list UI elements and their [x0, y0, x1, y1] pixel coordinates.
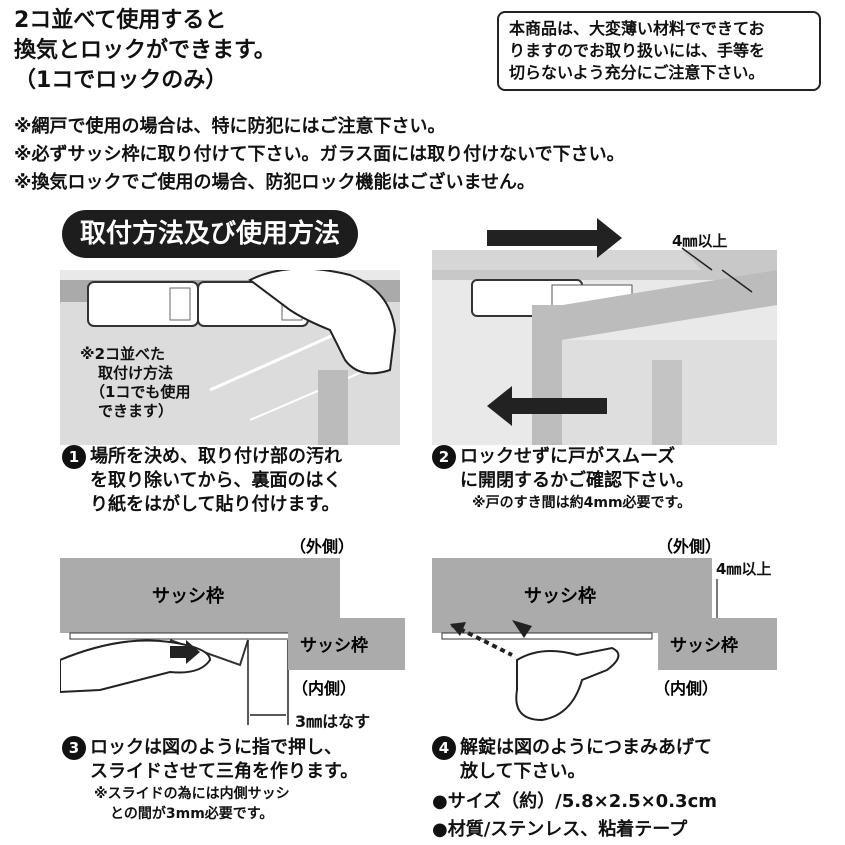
- outer-side-label: （外側）: [290, 537, 354, 556]
- headline-line3: （1コでロックのみ）: [14, 68, 228, 93]
- caution-item: ※網戸で使用の場合は、特に防犯にはご注意下さい。: [14, 116, 446, 137]
- panel1-note-line: ※2コ並べた: [80, 345, 166, 363]
- step2-line: ロックせずに戸がスムーズ: [460, 446, 676, 467]
- push-arrow-icon: [170, 640, 200, 664]
- pull-arrow-icon: [450, 622, 466, 636]
- safety-notice-box: 本商品は、大変薄い材料でできてお りますのでお取り扱いには、手等を 切らないよう…: [497, 11, 821, 91]
- headline-line2: 換気とロックができます。: [14, 38, 276, 63]
- spec-list: ●サイズ（約）/5.8×2.5×0.3cm ●材質/ステンレス、粘着テープ: [432, 788, 717, 844]
- inner-side-label: （内側）: [292, 679, 356, 698]
- gap-indicator-line: [681, 247, 713, 271]
- inner-sash-post: [532, 305, 562, 445]
- hand-icon: [248, 270, 397, 375]
- step1-line: 場所を決め、取り付け部の汚れ: [90, 446, 342, 467]
- lock-slot: [169, 287, 191, 321]
- panel1-note-line: （1コでも使用: [90, 383, 191, 401]
- panel1-note-line: できます）: [98, 402, 174, 420]
- step1-line: を取り除いてから、裏面のはく: [90, 470, 342, 491]
- arrow-right-icon: [487, 218, 622, 258]
- step2-number: 2: [432, 445, 456, 469]
- caution-list: ※網戸で使用の場合は、特に防犯にはご注意下さい。 ※必ずサッシ枠に取り付けて下さ…: [14, 113, 625, 197]
- step4-number: 4: [432, 736, 456, 760]
- step4-line: 解錠は図のようにつまみあげて: [460, 737, 712, 758]
- headline-line1: 2コ並べて使用すると: [14, 8, 227, 33]
- inner-sash-frame: [288, 618, 405, 670]
- outer-sash-frame-label: サッシ枠: [524, 585, 596, 607]
- panel1-illustration: [60, 270, 400, 445]
- step3-note-line: との間が3mm必要です。: [110, 806, 274, 822]
- panel3-illustration: （外側） サッシ枠 サッシ枠 （内側）: [60, 537, 405, 725]
- step2-note: ※戸のすき間は約4mm必要です。: [472, 495, 692, 511]
- panel4-illustration: （外側） サッシ枠 サッシ枠 （内側）: [432, 537, 777, 722]
- step3-note-line: ※スライドの為には内側サッシ: [94, 786, 290, 802]
- headline: 2コ並べて使用すると 換気とロックができます。 （1コでロックのみ）: [14, 6, 276, 96]
- lock-device-left: [87, 281, 199, 327]
- step1-number: 1: [62, 445, 86, 469]
- lock-plate: [441, 632, 653, 640]
- panel4-gap-label: 4㎜以上: [716, 558, 772, 579]
- panel2-gap-label: 4㎜以上: [672, 232, 728, 250]
- notice-line2: りますのでお取り扱いには、手等を: [509, 41, 766, 60]
- spec-size: ●サイズ（約）/5.8×2.5×0.3cm: [432, 791, 717, 812]
- step4-line: 放して下さい。: [460, 761, 586, 782]
- step2-line: に開閉するかご確認下さい。: [460, 470, 694, 491]
- inner-sash-frame: [658, 618, 777, 670]
- lock-plate: [69, 632, 291, 640]
- caution-item: ※換気ロックでご使用の場合、防犯ロック機能はございません。: [14, 172, 535, 193]
- section-title: 取付方法及び使用方法: [62, 210, 359, 258]
- inner-side-label: （内側）: [654, 679, 718, 698]
- outer-sash-top: [432, 250, 702, 270]
- panel2-illustration: [432, 218, 777, 445]
- frame-post: [318, 370, 348, 445]
- notice-line3: 切らないよう充分にご注意下さい。: [509, 63, 765, 82]
- gap-indicator-line: [721, 269, 753, 293]
- panel3-gap-label: 3㎜はなす: [295, 712, 371, 731]
- inner-sash-frame: [532, 270, 777, 340]
- outer-side-label: （外側）: [657, 537, 721, 556]
- inner-sash-frame-label: サッシ枠: [300, 636, 368, 656]
- notice-line1: 本商品は、大変薄い材料でできてお: [509, 19, 765, 38]
- pinching-hand-icon: [515, 646, 620, 722]
- arrow-left-icon: [487, 386, 607, 426]
- panel1-note-line: 取付け方法: [98, 364, 174, 382]
- step1-line: り紙をはがして貼り付けます。: [90, 494, 340, 515]
- outer-sash-frame-label: サッシ枠: [152, 585, 224, 607]
- spec-material: ●材質/ステンレス、粘着テープ: [432, 819, 688, 840]
- step3-line: ロックは図のように指で押し、: [90, 737, 342, 758]
- panel1-note: ※2コ並べた 取付け方法 （1コでも使用 できます）: [80, 345, 190, 421]
- frame-shadow: [652, 360, 682, 445]
- inner-sash-frame-label: サッシ枠: [670, 636, 738, 656]
- step3-line: スライドさせて三角を作ります。: [90, 761, 359, 782]
- caution-item: ※必ずサッシ枠に取り付けて下さい。ガラス面には取り付けないで下さい。: [14, 144, 625, 165]
- pinch-arrow-icon: [512, 620, 532, 638]
- step3-number: 3: [62, 736, 86, 760]
